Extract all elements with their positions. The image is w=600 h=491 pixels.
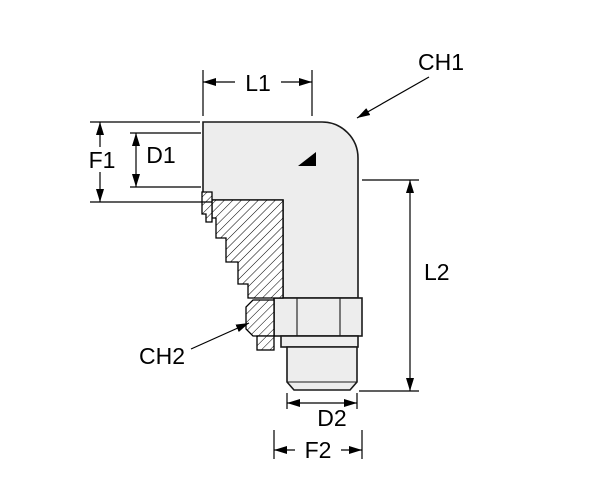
label-l1: L1 [245, 70, 271, 96]
f1-label-bg [80, 147, 124, 172]
dim-l2: L2 [359, 179, 450, 392]
washer-hatch [256, 335, 275, 351]
d1-label-bg [140, 142, 182, 168]
lock-nut-hatch [245, 299, 275, 337]
dim-ch2: CH2 [139, 322, 250, 369]
label-f2: F2 [305, 437, 332, 463]
hex-nut [273, 297, 363, 337]
f2-label-bg [295, 437, 341, 463]
dim-l1: L1 [202, 69, 313, 116]
dimensions: L1 CH1 F1 D1 L2 [80, 49, 464, 463]
section-flange-hatch [211, 199, 284, 299]
label-l2: L2 [424, 259, 450, 285]
label-d2: D2 [317, 405, 346, 431]
dim-f1: F1 [80, 121, 212, 203]
l1-label-bg [235, 69, 281, 95]
label-ch1: CH1 [418, 49, 464, 75]
threaded-stud [286, 346, 358, 391]
dim-d1: D1 [130, 132, 201, 188]
port-step-hatch [201, 191, 213, 223]
dim-d2: D2 [286, 393, 358, 431]
collar [280, 335, 359, 348]
label-ch2: CH2 [139, 343, 185, 369]
ch1-leader-line [356, 76, 430, 119]
chamfer-mark-icon [298, 152, 316, 166]
section-hatching [201, 191, 284, 351]
ch2-leader-line [190, 322, 250, 350]
dim-ch1: CH1 [356, 49, 464, 119]
label-f1: F1 [89, 147, 116, 173]
label-d1: D1 [146, 142, 175, 168]
dim-f2: F2 [273, 430, 363, 463]
